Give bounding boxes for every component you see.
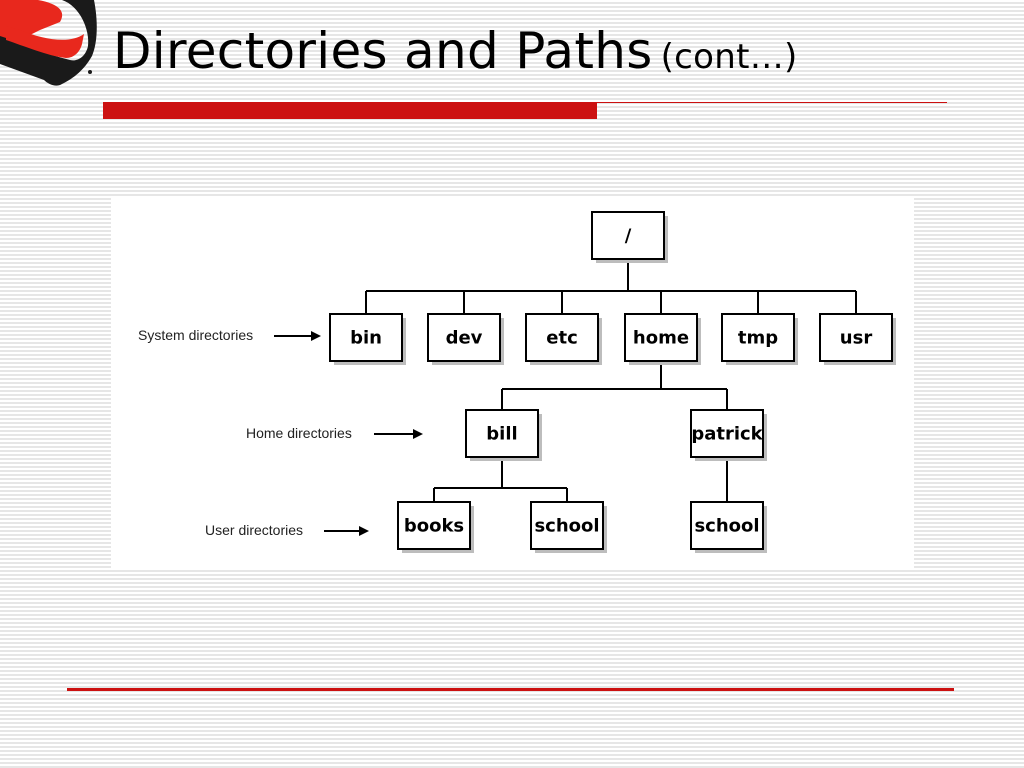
directory-node-dev: dev	[427, 313, 504, 365]
directory-node-home: home	[624, 313, 701, 365]
directory-node-patrick: patrick	[690, 409, 767, 461]
directory-node-usr: usr	[819, 313, 896, 365]
directory-label-root: /	[625, 226, 632, 247]
tree-edges-root	[365, 259, 857, 314]
title-underline-thick	[103, 102, 597, 119]
side-label-user: User directories	[205, 522, 303, 538]
side-label-system: System directories	[138, 327, 253, 343]
node-box	[397, 501, 471, 550]
node-box	[624, 313, 698, 362]
side-label-home: Home directories	[246, 425, 352, 441]
tree-edges-bill	[433, 457, 568, 502]
node-box	[819, 313, 893, 362]
arrow-right-icon	[359, 526, 369, 536]
directory-label-etc: etc	[546, 328, 577, 349]
node-box	[721, 313, 795, 362]
slide-title-main: Directories and Paths	[113, 22, 653, 80]
directory-label-home: home	[633, 328, 689, 349]
node-box	[591, 211, 665, 260]
directory-label-bin: bin	[350, 328, 382, 349]
directory-node-books: books	[397, 501, 474, 553]
node-box	[690, 409, 764, 458]
node-box	[465, 409, 539, 458]
directory-node-root: /	[591, 211, 668, 263]
arrow-right-icon	[413, 429, 423, 439]
directory-label-bill: bill	[486, 424, 517, 445]
directory-tree-canvas: / bin dev etc home tmp usr bill patrick books scho…	[138, 211, 896, 553]
directory-label-patrick_school: school	[694, 516, 759, 537]
node-box	[427, 313, 501, 362]
tree-edges-home	[501, 361, 728, 410]
directory-label-bill_school: school	[534, 516, 599, 537]
directory-node-bin: bin	[329, 313, 406, 365]
directory-node-bill_school: school	[530, 501, 607, 553]
slide-title: Directories and Paths(cont…)	[113, 22, 798, 80]
directory-tree-diagram: / bin dev etc home tmp usr bill patrick books scho…	[111, 196, 914, 569]
side-label-group-system: System directories	[138, 327, 321, 343]
node-box	[530, 501, 604, 550]
arrow-right-icon	[311, 331, 321, 341]
directory-node-patrick_school: school	[690, 501, 767, 553]
directory-label-usr: usr	[840, 328, 873, 349]
red-hat-logo-icon	[0, 0, 97, 86]
directory-label-tmp: tmp	[738, 328, 778, 349]
directory-node-bill: bill	[465, 409, 542, 461]
node-box	[525, 313, 599, 362]
slide-title-suffix: (cont…)	[660, 37, 798, 77]
side-label-group-home: Home directories	[246, 425, 423, 441]
directory-node-tmp: tmp	[721, 313, 798, 365]
node-box	[690, 501, 764, 550]
directory-label-patrick: patrick	[691, 424, 763, 445]
footer-rule	[67, 688, 954, 691]
directory-label-dev: dev	[446, 328, 483, 349]
directory-node-etc: etc	[525, 313, 602, 365]
title-underline-thin	[597, 102, 947, 103]
directory-label-books: books	[404, 516, 464, 537]
node-box	[329, 313, 403, 362]
side-label-group-user: User directories	[205, 522, 369, 538]
